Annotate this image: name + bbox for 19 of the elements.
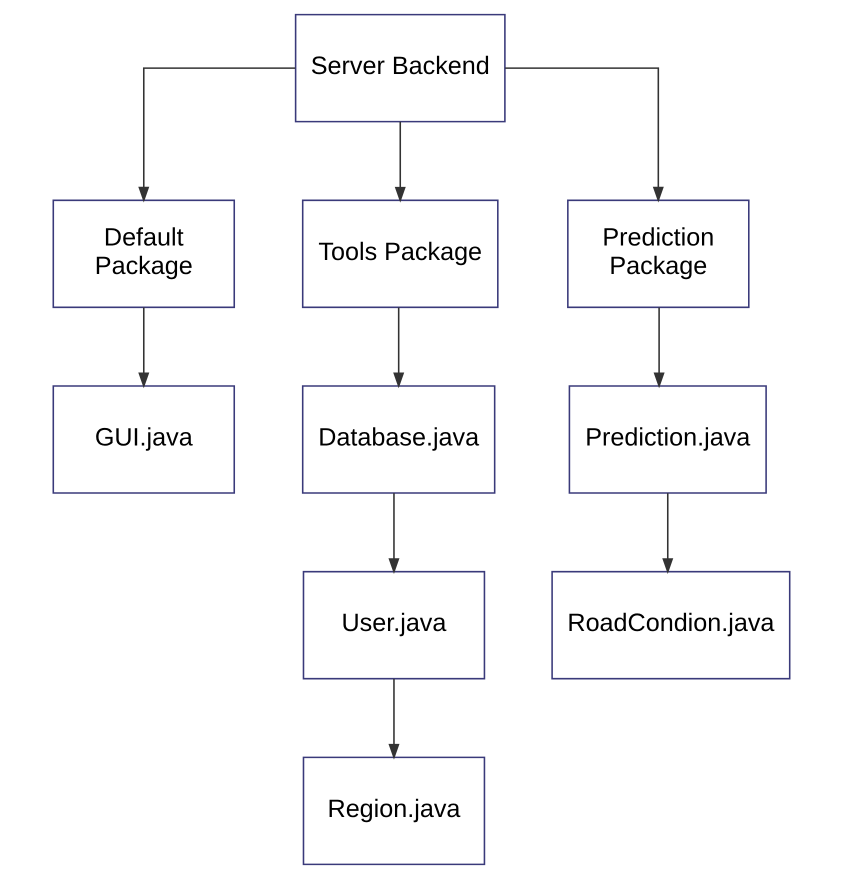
arrow (388, 493, 399, 574)
arrow (653, 308, 664, 388)
arrow (392, 308, 404, 388)
arrow (662, 493, 673, 574)
node-box: GUI.java (52, 385, 235, 494)
node-box: RoadCondion.java (550, 570, 790, 680)
node-box: User.java (302, 570, 485, 680)
arrow (388, 678, 399, 760)
node-box: Tools Package (301, 200, 498, 308)
arrow (394, 122, 406, 203)
node-box: Database.java (301, 385, 495, 494)
node-box: Prediction.java (568, 385, 766, 494)
arrow (504, 67, 664, 202)
node-box: Prediction Package (566, 200, 750, 308)
node-box: Region.java (302, 756, 485, 866)
arrow (138, 308, 149, 388)
node-box: Server Backend (294, 14, 506, 122)
arrow (138, 67, 295, 202)
node-box: Default Package (52, 200, 235, 308)
